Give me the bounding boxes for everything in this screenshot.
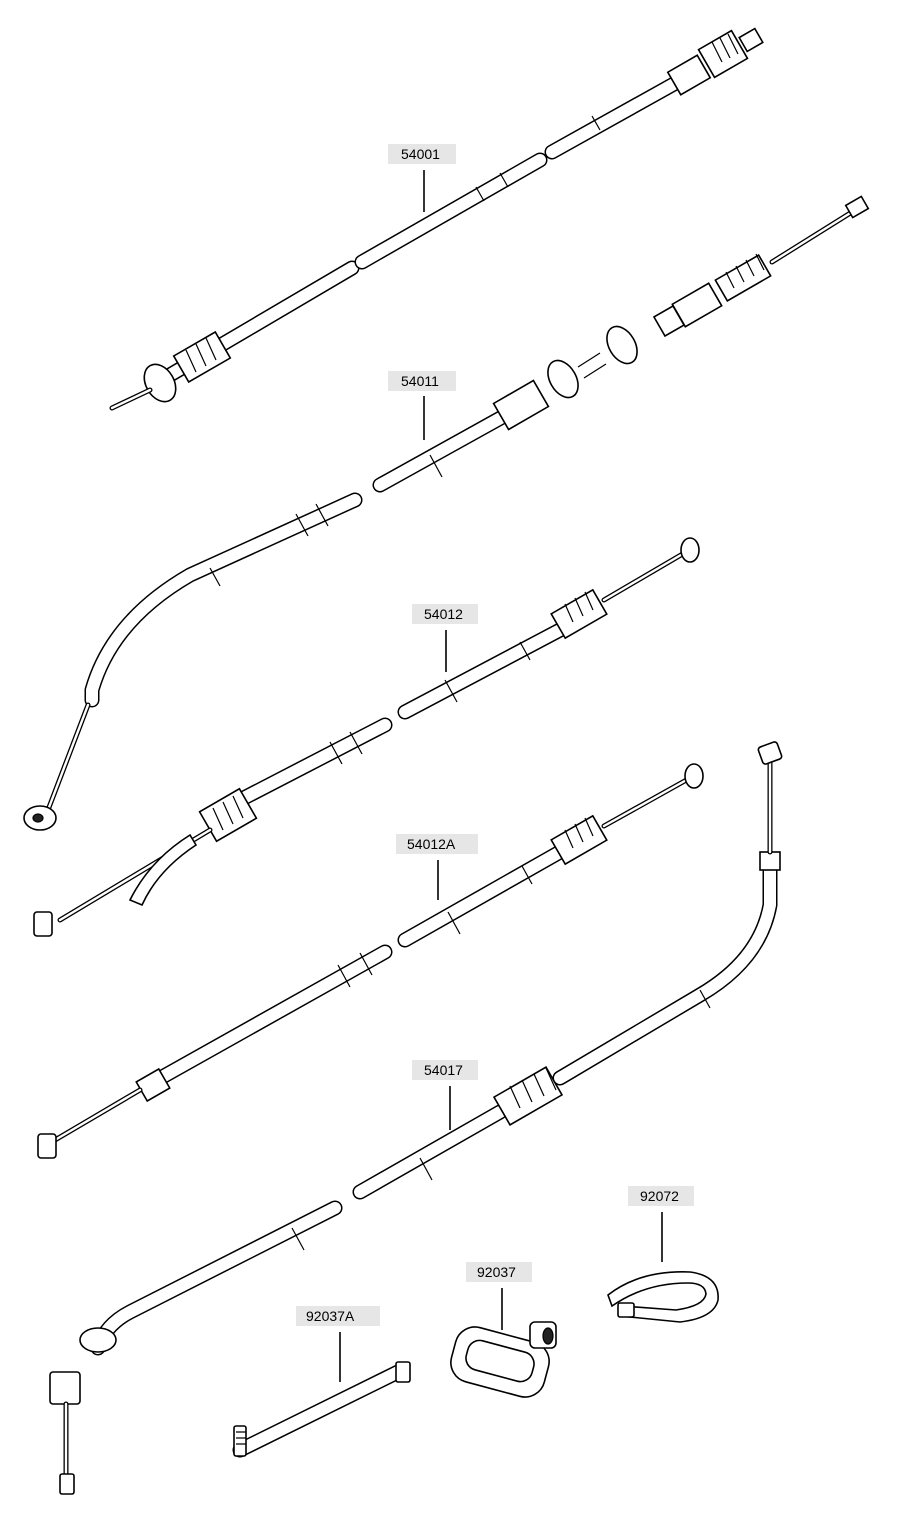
cable-54017[interactable] [49,741,783,1495]
callout-54012: 54012 [412,604,478,672]
callout-54012A: 54012A [396,834,478,900]
callout-54017: 54017 [412,1060,478,1130]
cable-54012A[interactable] [37,763,704,1159]
part-label-54012A: 54012A [407,836,456,852]
part-label-54001: 54001 [401,146,440,162]
part-label-92072: 92072 [640,1188,679,1204]
part-92037A-clamp[interactable] [232,1361,411,1458]
part-92037-clamp[interactable] [446,1321,557,1401]
callout-54011: 54011 [388,371,456,440]
part-label-54012: 54012 [424,606,463,622]
callout-54001: 54001 [388,144,456,212]
callout-92037A: 92037A [296,1306,380,1382]
callout-92072: 92072 [628,1186,694,1262]
part-label-54011: 54011 [401,373,439,389]
callout-92037: 92037 [466,1262,532,1330]
part-label-92037A: 92037A [306,1308,355,1324]
cable-54001[interactable] [109,27,764,411]
part-92072-band[interactable] [607,1271,719,1323]
cable-54012[interactable] [33,537,700,937]
part-label-54017: 54017 [424,1062,463,1078]
cable-54011[interactable] [23,195,870,831]
cable-54001-upper-nut [666,27,764,96]
cable-54001-lower-nut [109,330,232,411]
part-label-92037: 92037 [477,1264,516,1280]
